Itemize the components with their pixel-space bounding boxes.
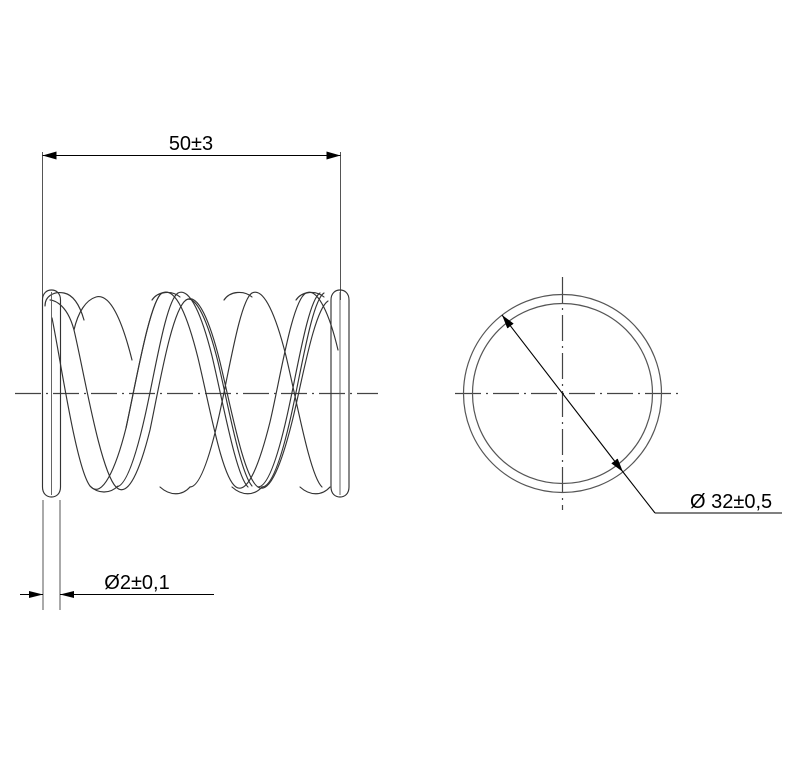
spring-bottom-arc-4 [299,486,331,495]
spring-mid-strand-back-2 [261,292,325,488]
spring-left-end-cap [41,289,62,498]
spring-mid-strand-back [189,292,253,488]
coil-diameter-dimension: Ø 32±0,5 [501,314,782,514]
spring-bottom-arc-3 [231,486,263,495]
spring-rear-loop-3 [257,292,321,488]
spring-peak-arc-2 [223,291,253,301]
spring-top-arc-1 [44,292,85,321]
spring-rear-loop-2 [185,298,253,487]
spring-right-end-cap [330,289,350,498]
coil-diameter-line [501,314,624,473]
coil-outer-circle [462,293,663,494]
spring-peak-arc-1 [151,291,181,301]
spring-right-end-outline [330,289,350,498]
coil-diameter-leader-line [622,471,656,514]
spring-bottom-arc-1 [89,485,119,493]
spring-bottom-arc-2 [159,486,191,495]
spring-top-arc-2 [125,292,163,429]
spring-mid-strand-front-2 [251,291,323,488]
spring-front-strand [51,291,339,490]
spring-rear-loop-1 [115,292,179,488]
wire-diameter-dimension: Ø2±0,1 [20,500,214,610]
side-view-group: Ø 32±0,5 [455,277,782,514]
coil-diameter-dimension-label: Ø 32±0,5 [690,491,772,513]
front-view-group: 50±3 Ø2±0,1 [15,133,378,610]
coil-inner-circle [471,302,654,485]
spring-back-strand-b [73,296,133,361]
spring-peak-arc-3 [295,291,325,301]
spring-mid-strand-front [177,291,249,488]
spring-left-end-outline [41,289,62,498]
free-length-dimension-label: 50±3 [169,133,213,155]
free-length-dimension: 50±3 [42,133,341,160]
wire-diameter-dimension-label: Ø2±0,1 [104,572,169,594]
spring-coil-body [44,291,339,495]
